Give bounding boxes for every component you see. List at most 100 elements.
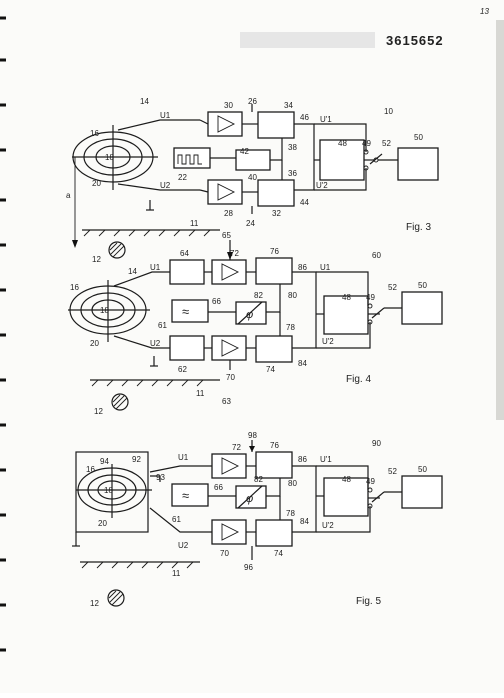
- reference-label: 14: [128, 267, 137, 276]
- reference-label: U2: [178, 541, 189, 550]
- fig3-label: 14: [140, 97, 149, 106]
- reference-label: 16: [70, 283, 79, 292]
- reference-label: 80: [288, 479, 297, 488]
- reference-label: 36: [288, 169, 297, 178]
- reference-label: 30: [224, 101, 233, 110]
- reference-label: U1: [150, 263, 161, 272]
- reference-label: 72: [230, 249, 239, 258]
- reference-label: 38: [288, 143, 297, 152]
- reference-label: U'2: [322, 337, 334, 346]
- binding-edge-marks: [0, 16, 6, 652]
- reference-label: 70: [220, 549, 229, 558]
- reference-label: 62: [178, 365, 187, 374]
- reference-label: 34: [284, 101, 293, 110]
- reference-label: 78: [286, 323, 295, 332]
- reference-label: 10: [384, 107, 393, 116]
- fig5-frame: [75, 451, 149, 533]
- reference-label: U'1: [320, 115, 332, 124]
- reference-label: U'2: [322, 521, 334, 530]
- reference-label: 32: [272, 209, 281, 218]
- fig4-sensor-coil: [68, 271, 170, 349]
- reference-label: 96: [244, 563, 253, 572]
- reference-label: 16: [90, 129, 99, 138]
- reference-label: U1: [178, 453, 189, 462]
- reference-label: 48: [342, 475, 351, 484]
- reference-label: 94: [100, 457, 109, 466]
- reference-label: 20: [92, 179, 101, 188]
- reference-label: 86: [298, 263, 307, 272]
- reference-label: 49: [366, 477, 375, 486]
- reference-label: 74: [274, 549, 283, 558]
- reference-label: 52: [388, 283, 397, 292]
- reference-label: 61: [172, 515, 181, 524]
- reference-label: 18: [105, 153, 114, 162]
- reference-label: ≈: [182, 304, 189, 319]
- reference-label: 40: [248, 173, 257, 182]
- reference-label: 16: [86, 465, 95, 474]
- reference-label: φ: [246, 309, 253, 321]
- fig5-caption: Fig. 5: [356, 596, 381, 607]
- stamp-blur: [240, 32, 375, 48]
- reference-label: 72: [232, 443, 241, 452]
- reference-label: 49: [366, 293, 375, 302]
- scan-edge-shadow: [496, 20, 504, 420]
- reference-label: 20: [90, 339, 99, 348]
- reference-label: 60: [372, 251, 381, 260]
- page-mark: 13: [480, 7, 489, 16]
- reference-label: 28: [224, 209, 233, 218]
- reference-label: 86: [298, 455, 307, 464]
- reference-label: 12: [92, 255, 101, 264]
- reference-label: 50: [418, 281, 427, 290]
- reference-label: 82: [254, 291, 263, 300]
- figure-5: ≈ φ 98: [72, 431, 443, 608]
- reference-label: a: [66, 191, 71, 200]
- reference-label: 42: [240, 147, 249, 156]
- reference-label: 48: [342, 293, 351, 302]
- reference-label: 66: [212, 297, 221, 306]
- reference-label: 49: [362, 139, 371, 148]
- reference-label: 50: [418, 465, 427, 474]
- reference-label: 11: [190, 219, 199, 228]
- reference-label: U1: [160, 111, 171, 120]
- reference-label: U2: [150, 339, 161, 348]
- reference-label: 46: [300, 113, 309, 122]
- reference-label: 20: [98, 519, 107, 528]
- reference-label: 18: [104, 486, 113, 495]
- reference-label: 82: [254, 475, 263, 484]
- reference-label: 78: [286, 509, 295, 518]
- reference-label: 12: [94, 407, 103, 416]
- reference-label: 52: [388, 467, 397, 476]
- reference-label: 84: [300, 517, 309, 526]
- fig5-sensor-coil: [76, 464, 152, 518]
- reference-label: U2: [160, 181, 171, 190]
- figure-3: 14 16 18 20 22 a 11 12 30 28 34 32 38 36…: [66, 97, 439, 264]
- reference-label: 12: [90, 599, 99, 608]
- patent-number: 3615652: [386, 33, 444, 48]
- reference-label: U'2: [316, 181, 328, 190]
- reference-label: U1: [320, 263, 331, 272]
- reference-label: U'1: [320, 455, 332, 464]
- reference-label: 24: [246, 219, 255, 228]
- reference-label: 61: [158, 321, 167, 330]
- reference-label: 76: [270, 247, 279, 256]
- reference-label: φ: [246, 493, 253, 505]
- reference-label: 74: [266, 365, 275, 374]
- fig3-sensor-coil: [72, 119, 200, 191]
- fig3-caption: Fig. 3: [406, 222, 431, 233]
- reference-label: 76: [270, 441, 279, 450]
- reference-label: 90: [372, 439, 381, 448]
- reference-label: 11: [196, 389, 205, 398]
- reference-label: 84: [298, 359, 307, 368]
- reference-label: 26: [248, 97, 257, 106]
- reference-label: 98: [248, 431, 257, 440]
- reference-label: 64: [180, 249, 189, 258]
- reference-label: 93: [156, 473, 165, 482]
- reference-label: 11: [172, 569, 181, 578]
- reference-label: 65: [222, 231, 231, 240]
- reference-label: 66: [214, 483, 223, 492]
- reference-label: 22: [178, 173, 187, 182]
- reference-label: 92: [132, 455, 141, 464]
- reference-label: 70: [226, 373, 235, 382]
